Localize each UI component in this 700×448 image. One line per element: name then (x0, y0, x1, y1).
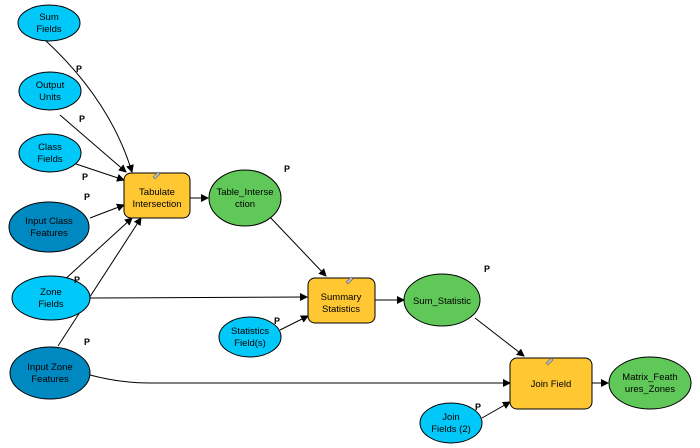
matrix-output-label-1: Matrix_Feath (622, 372, 677, 383)
matrix-output-label-2: ures_Zones (625, 384, 675, 395)
edge-class-fields-to-tabulate (69, 161, 125, 182)
edge-join-fields-2-to-join-field (481, 401, 511, 419)
output-units-p-marker: P (79, 114, 85, 124)
statistics-fields-label-2: Field(s) (234, 338, 266, 349)
class-fields-label-2: Fields (37, 154, 63, 165)
statistics-fields-label-1: Statistics (231, 326, 269, 337)
input-zone-features-label-2: Features (31, 374, 69, 385)
edges (44, 39, 609, 419)
edge-statistics-fields-to-summary (279, 315, 309, 331)
join-field-tool[interactable]: Join Field (509, 357, 593, 410)
join-fields-2-label-1: Join (442, 412, 459, 423)
join-fields-2-node[interactable]: Join Fields (2) P (419, 402, 483, 444)
class-fields-p-marker: P (82, 172, 88, 182)
input-class-features-p-marker: P (84, 192, 90, 202)
edge-sum-statistic-to-join-field (474, 317, 525, 357)
tabulate-intersection-label-1: Tabulate (139, 187, 175, 198)
table-intersection-node[interactable]: Table_Interse ction P (208, 164, 290, 227)
summary-statistics-tool[interactable]: Summary Statistics (307, 276, 376, 324)
output-units-node[interactable]: Output Units P (18, 71, 85, 124)
edge-input-zone-features-to-tabulate (57, 217, 142, 347)
output-units-label-1: Output (36, 80, 65, 91)
join-fields-2-label-2: Fields (2) (431, 424, 471, 435)
input-zone-features-node[interactable]: Input Zone Features P (9, 337, 91, 400)
sum-fields-label-1: Sum (39, 12, 59, 23)
zone-fields-label-2: Fields (38, 299, 64, 310)
edge-table-intersection-to-summary (267, 214, 327, 277)
input-class-features-label-2: Features (30, 228, 68, 239)
input-zone-features-p-marker: P (84, 337, 90, 347)
edge-output-units-to-tabulate (59, 114, 127, 173)
sum-statistic-p-marker: P (484, 264, 490, 274)
summary-statistics-label-2: Statistics (322, 304, 360, 315)
join-field-label: Join Field (531, 379, 572, 390)
input-class-features-node[interactable]: Input Class Features P (8, 192, 90, 253)
sum-fields-label-2: Fields (36, 24, 62, 35)
edge-sum-fields-to-tabulate (44, 39, 134, 173)
matrix-output-node[interactable]: Matrix_Feath ures_Zones (608, 356, 692, 410)
zone-fields-p-marker: P (74, 275, 80, 285)
class-fields-node[interactable]: Class Fields P (18, 133, 88, 182)
class-fields-label-1: Class (38, 142, 62, 153)
input-class-features-label-1: Input Class (25, 216, 73, 227)
edge-input-zone-features-to-join-field (89, 374, 511, 387)
join-fields-2-p-marker: P (475, 402, 481, 412)
table-intersection-label-2: ction (235, 199, 255, 210)
statistics-fields-node[interactable]: Statistics Field(s) P (218, 316, 282, 358)
sum-statistic-node[interactable]: Sum_Statistic P (403, 264, 490, 327)
edge-zone-fields-to-summary (89, 293, 308, 302)
table-intersection-p-marker: P (284, 164, 290, 174)
zone-fields-node[interactable]: Zone Fields P (11, 275, 91, 321)
edge-input-class-features-to-tabulate (89, 203, 125, 219)
tabulate-intersection-label-2: Intersection (132, 199, 181, 210)
table-intersection-label-1: Table_Interse (216, 187, 273, 198)
sum-fields-node[interactable]: Sum Fields P (17, 4, 82, 74)
edge-zone-fields-to-tabulate (61, 217, 133, 283)
sum-statistic-label: Sum_Statistic (413, 296, 471, 307)
sum-fields-p-marker: P (76, 64, 82, 74)
summary-statistics-label-1: Summary (321, 292, 362, 303)
tabulate-intersection-tool[interactable]: Tabulate Intersection (123, 171, 191, 219)
statistics-fields-p-marker: P (274, 316, 280, 326)
zone-fields-label-1: Zone (40, 287, 62, 298)
output-units-label-2: Units (39, 92, 61, 103)
input-zone-features-label-1: Input Zone (27, 362, 72, 373)
